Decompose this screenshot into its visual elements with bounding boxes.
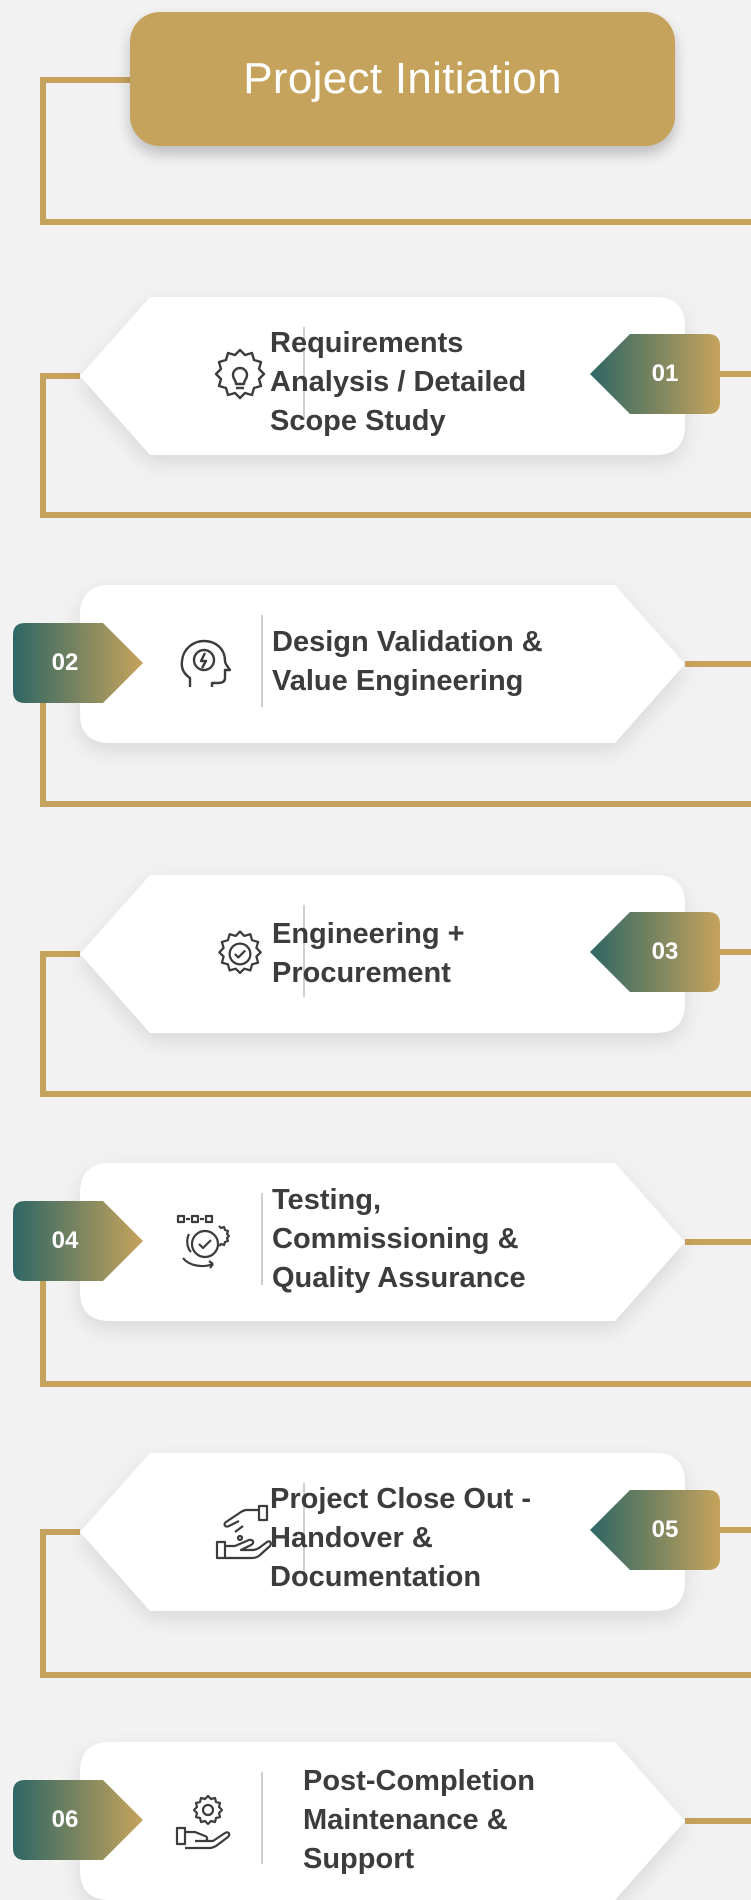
step-label: Design Validation & Value Engineering <box>272 626 543 697</box>
connector-line <box>40 703 751 807</box>
page-title: Project Initiation <box>243 54 562 103</box>
badge-shape <box>13 1780 143 1860</box>
step-label: Post-Completion Maintenance & Support <box>303 1765 535 1875</box>
step-card-shape <box>80 1742 685 1900</box>
step-card-05: Project Close Out - Handover & Documenta… <box>80 1453 685 1611</box>
step-label: Engineering + Procurement <box>272 918 465 989</box>
step-card-shape <box>80 1163 685 1321</box>
step-card-shape <box>80 585 685 743</box>
badge-shape <box>590 334 720 414</box>
step-card-03: Engineering + Procurement <box>80 875 685 1033</box>
handover-icon <box>208 1493 278 1571</box>
step-number-badge-02: 02 <box>13 623 143 703</box>
card-divider <box>261 1772 263 1864</box>
card-divider <box>261 1193 263 1285</box>
gear-check-icon <box>205 915 275 993</box>
badge-shape <box>590 1490 720 1570</box>
card-divider <box>303 905 305 997</box>
card-divider <box>261 615 263 707</box>
step-number: 05 <box>651 1516 679 1543</box>
step-card-shape <box>80 1453 685 1611</box>
step-number-badge-06: 06 <box>13 1780 143 1860</box>
step-number: 02 <box>51 649 79 676</box>
step-card-04: Testing, Commissioning & Quality Assuran… <box>80 1163 685 1321</box>
connector-line <box>40 1529 751 1678</box>
step-card-shape <box>80 297 685 455</box>
step-number: 03 <box>651 938 679 965</box>
head-idea-icon <box>168 625 238 703</box>
step-number: 04 <box>51 1227 79 1254</box>
step-number: 06 <box>51 1806 79 1833</box>
lightbulb-gear-icon <box>205 337 275 415</box>
step-card-06: Post-Completion Maintenance & Support <box>80 1742 685 1900</box>
badge-shape <box>13 623 143 703</box>
card-divider <box>303 1483 305 1575</box>
step-label: Project Close Out - Handover & Documenta… <box>270 1483 532 1593</box>
step-card-shape <box>80 875 685 1033</box>
connector-line <box>40 77 751 225</box>
hand-gear-icon <box>168 1782 238 1860</box>
step-number-badge-01: 01 <box>590 334 720 414</box>
step-label: Testing, Commissioning & Quality Assuran… <box>272 1184 526 1294</box>
step-label: Requirements Analysis / Detailed Scope S… <box>270 327 527 437</box>
testing-cycle-icon <box>170 1203 240 1281</box>
step-number: 01 <box>651 360 679 387</box>
step-number-badge-03: 03 <box>590 912 720 992</box>
connector-line <box>40 1281 751 1387</box>
connector-line <box>40 373 751 518</box>
step-card-02: Design Validation & Value Engineering <box>80 585 685 743</box>
step-number-badge-04: 04 <box>13 1201 143 1281</box>
badge-shape <box>590 912 720 992</box>
header-box: Project Initiation <box>130 12 675 146</box>
connector-line <box>40 951 751 1097</box>
step-card-01: Requirements Analysis / Detailed Scope S… <box>80 297 685 455</box>
step-number-badge-05: 05 <box>590 1490 720 1570</box>
card-divider <box>303 327 305 419</box>
badge-shape <box>13 1201 143 1281</box>
